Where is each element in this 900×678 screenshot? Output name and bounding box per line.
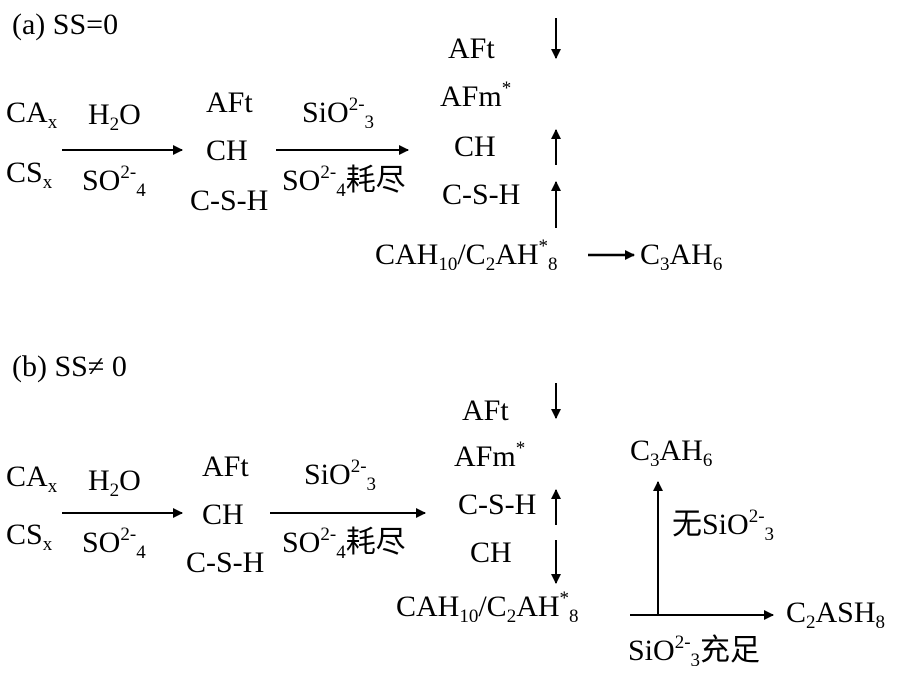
panel-b-product2-afm: AFm* — [454, 438, 526, 473]
panel-a-reactant-cax: CAx — [6, 96, 58, 133]
panel-b-product-aft: AFt — [202, 450, 249, 483]
panel-b-right-product-c2ash8: C2ASH8 — [786, 596, 886, 633]
panel-b-product-ch: CH — [202, 498, 244, 531]
panel-a-silicate-label: SiO2-3 — [302, 94, 375, 133]
panel-a-product-aft: AFt — [206, 86, 253, 119]
panel-b-silicate-label: SiO2-3 — [304, 456, 377, 495]
panel-a-label: (a) SS=0 — [12, 8, 119, 41]
panel-a-sulfate-depleted-label: SO2-4耗尽 — [282, 162, 406, 201]
panel-a-sulfate-label: SO2-4 — [82, 162, 146, 201]
panel-b-product-csh: C-S-H — [186, 546, 265, 579]
panel-b-reactant-cax: CAx — [6, 460, 58, 497]
panel-b-hydrate: CAH10/C2AH*8 — [396, 588, 579, 627]
panel-b-reactant-csx: CSx — [6, 518, 53, 555]
panel-b-no-silicate-label: 无SiO2-3 — [672, 506, 775, 545]
panel-a-water-label: H2O — [88, 98, 141, 135]
panel-a-product2-csh: C-S-H — [442, 178, 521, 211]
panel-a-hydrate: CAH10/C2AH*8 — [375, 236, 558, 275]
panel-a-product2-afm: AFm* — [440, 78, 512, 113]
panel-a-product2-ch: CH — [454, 130, 496, 163]
panel-b-product2-ch: CH — [470, 536, 512, 569]
panel-a-reactant-csx: CSx — [6, 156, 53, 193]
panel-b-silicate-sufficient-label: SiO2-3充足 — [628, 632, 761, 671]
panel-b-product2-aft: AFt — [462, 394, 509, 427]
panel-a-final-c3ah6: C3AH6 — [640, 238, 723, 275]
panel-a-product2-aft: AFt — [448, 32, 495, 65]
panel-a-product-csh: C-S-H — [190, 184, 269, 217]
panel-b-sulfate-label: SO2-4 — [82, 524, 146, 563]
panel-b-label: (b) SS≠ 0 — [12, 350, 127, 383]
panel-a-product-ch: CH — [206, 134, 248, 167]
panel-b-water-label: H2O — [88, 464, 141, 501]
panel-b-top-product-c3ah6: C3AH6 — [630, 434, 713, 471]
panel-b-product2-csh: C-S-H — [458, 488, 537, 521]
panel-b-sulfate-depleted-label: SO2-4耗尽 — [282, 524, 406, 563]
